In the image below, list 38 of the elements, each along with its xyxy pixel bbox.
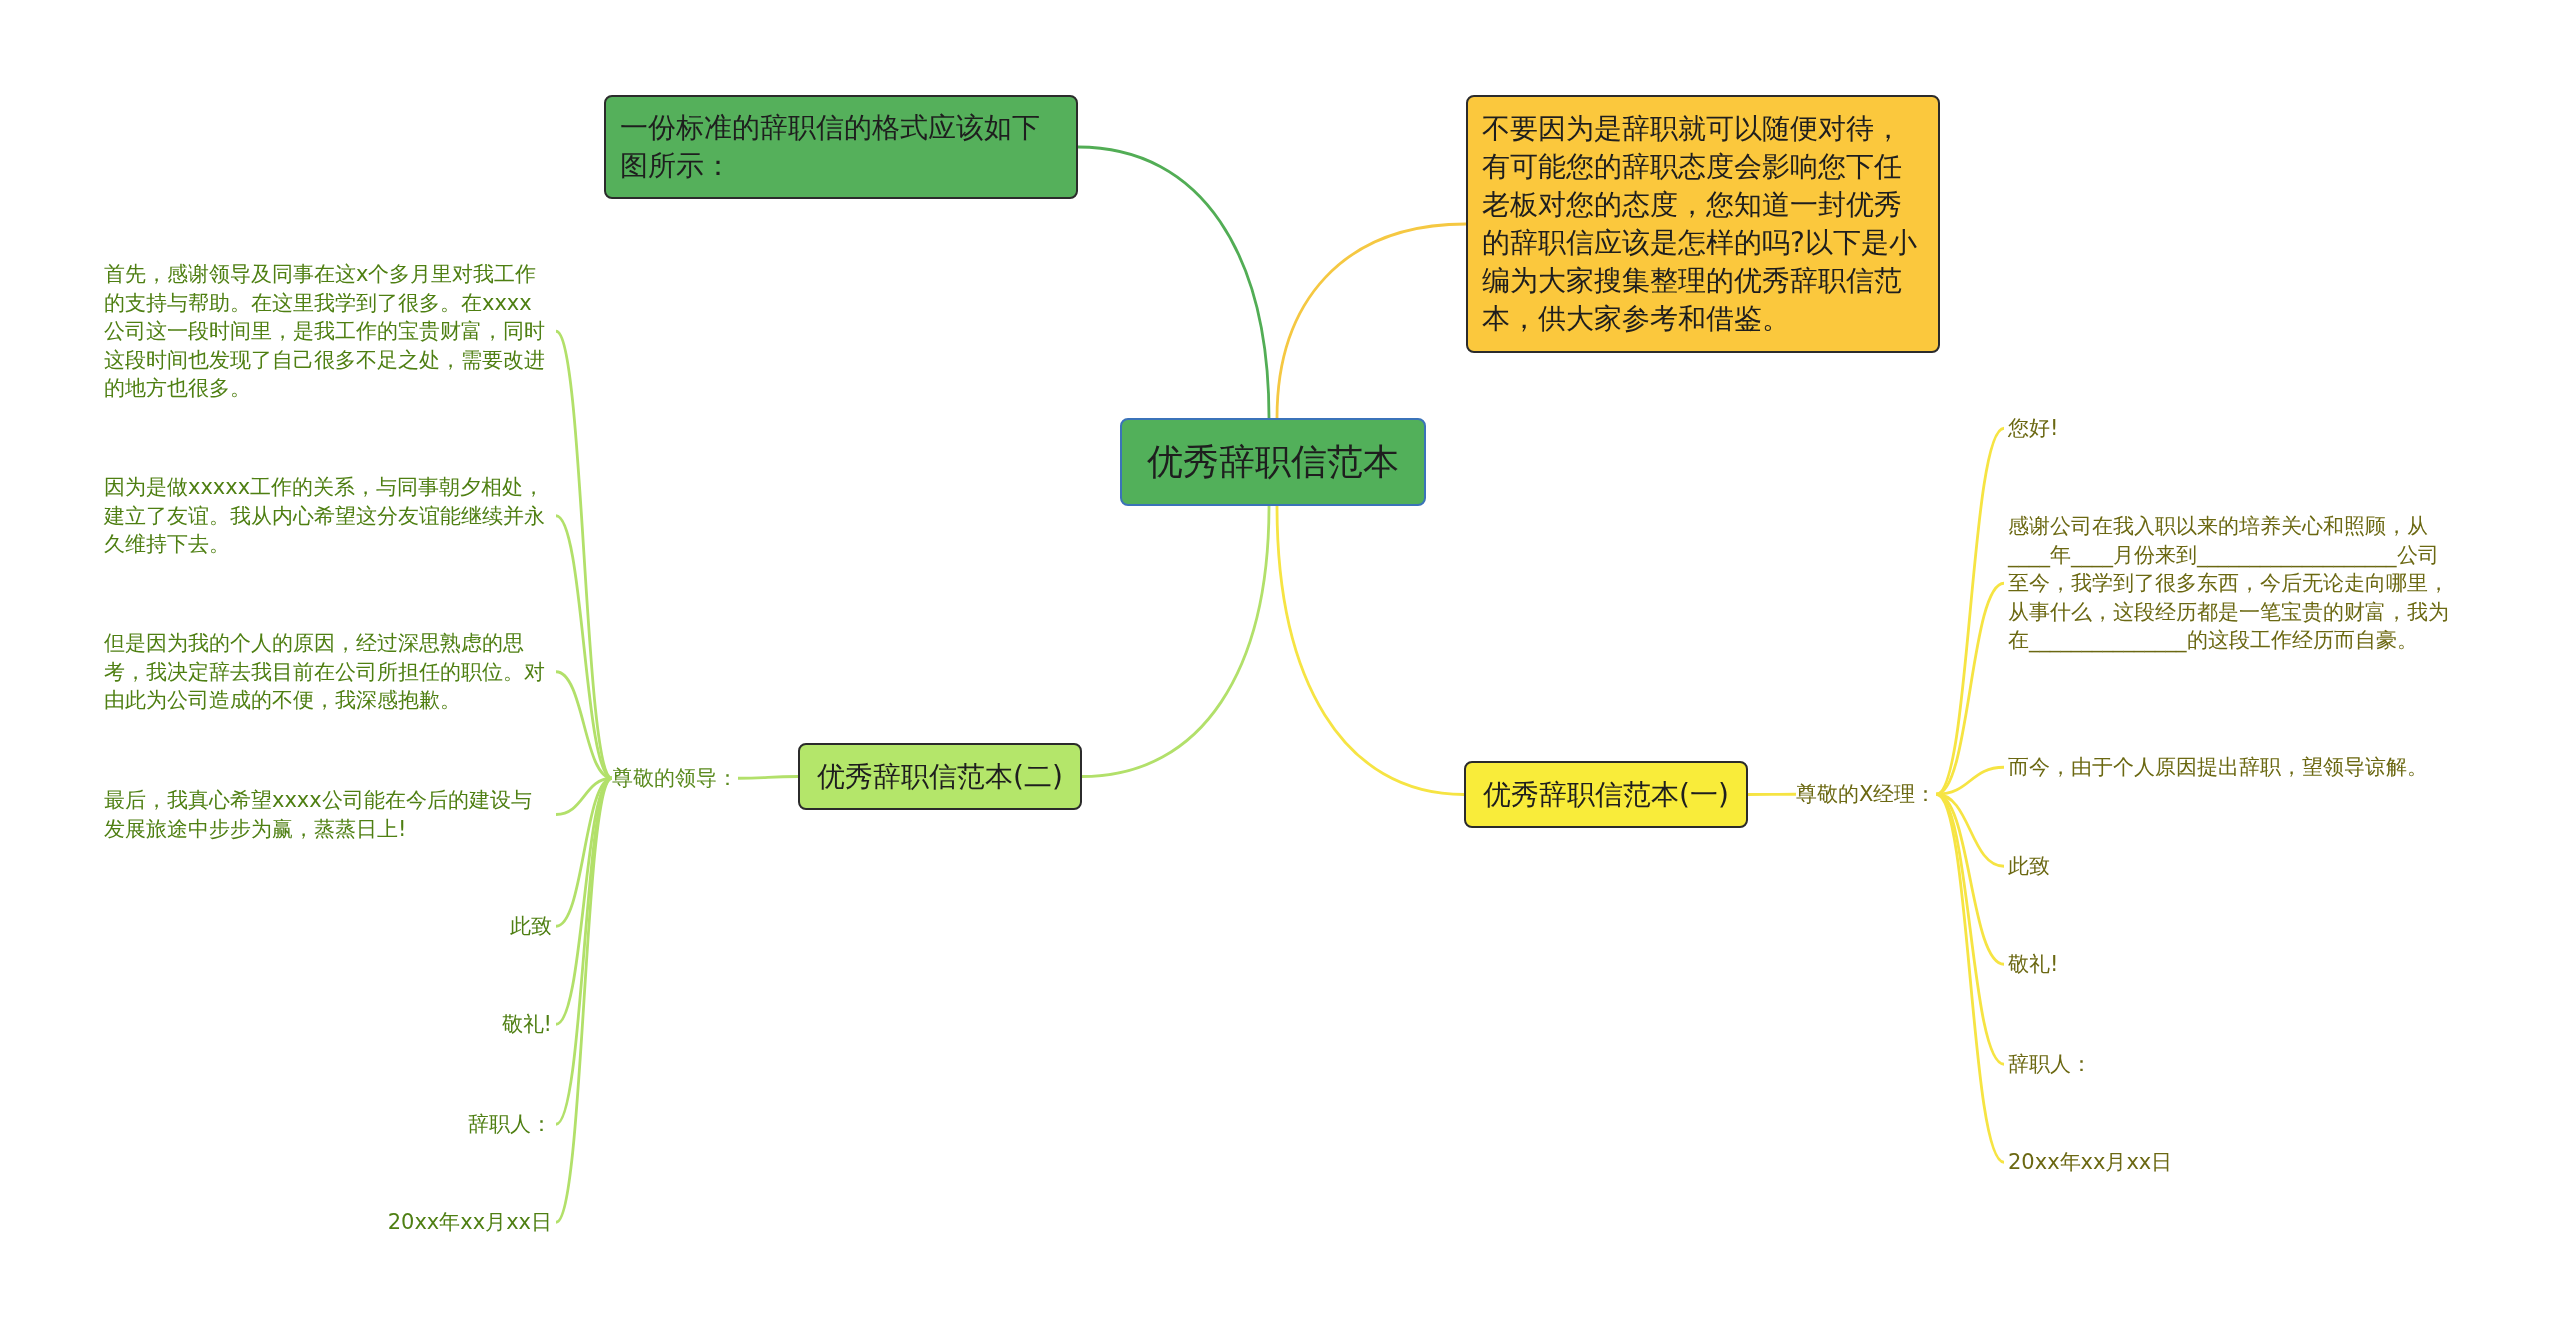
letter-text: 因为是做xxxxx工作的关系，与同事朝夕相处，建立了友谊。我从内心希望这分友谊能继续并永久维持下去。 <box>104 473 556 559</box>
branch-line <box>555 670 613 780</box>
branch-line <box>1935 793 2005 1164</box>
letter-text: 辞职人： <box>468 1110 556 1139</box>
branch-label: 尊敬的X经理： <box>1796 780 1937 809</box>
letter-text: 20xx年xx月xx日 <box>387 1208 556 1237</box>
branch-line <box>1748 792 1796 796</box>
letter-text: 20xx年xx月xx日 <box>2004 1148 2173 1177</box>
topic-text: 一份标准的辞职信的格式应该如下图所示： <box>620 110 1041 184</box>
letter-text: 最后，我真心希望xxxx公司能在今后的建设与发展旅途中步步为赢，蒸蒸日上! <box>104 786 556 843</box>
branch-line <box>1081 505 1271 778</box>
letter-text: 首先，感谢领导及同事在这x个多月里对我工作的支持与帮助。在这里我学到了很多。在xxxx公司这一段时间里，是我工作的宝贵财富，同时这段时间也发现了自己很多不足之处，需要改进的地方也很多。 <box>104 260 556 403</box>
branch-line <box>1935 582 2005 796</box>
topic-text: 不要因为是辞职就可以随便对待，有可能您的辞职态度会影响您下任老板对您的态度，您知道一封优秀的辞职信应该是怎样的吗?以下是小编为大家搜集整理的优秀辞职信范本，供大家参考和借鉴。 <box>1482 111 1918 337</box>
letter-text: 辞职人： <box>2004 1050 2092 1079</box>
topic-text: 优秀辞职信范本 <box>1146 440 1400 484</box>
letter-text: 敬礼! <box>2004 950 2059 979</box>
letter-text: 敬礼! <box>501 1010 556 1039</box>
branch-label: 尊敬的领导： <box>612 764 738 793</box>
letter-text: 此致 <box>2004 852 2050 881</box>
letter-text: 此致 <box>510 912 556 941</box>
letter-text: 但是因为我的个人的原因，经过深思熟虑的思考，我决定辞去我目前在公司所担任的职位。对由此为公司造成的不便，我深感抱歉。 <box>104 629 556 715</box>
letter-text: 您好! <box>2004 414 2059 443</box>
topic-text: 优秀辞职信范本(二) <box>816 758 1064 795</box>
main-topic <box>798 743 1082 810</box>
branch-line <box>555 777 613 1026</box>
letter-text: 而今，由于个人原因提出辞职，望领导谅解。 <box>2004 753 2428 782</box>
letter-text: 感谢公司在我入职以来的培养关心和照顾，从____年____月份来到___________________公司至今，我学到了很多东西，今后无论走向哪里，从事什么，这段经历都是一笔宝贵的财富，我为在_______________的这段工作经历而自豪。 <box>2004 512 2456 655</box>
central-topic <box>1120 418 1426 506</box>
branch-line <box>1077 145 1271 419</box>
main-topic <box>1464 761 1748 828</box>
branch-line <box>1275 222 1467 419</box>
main-topic <box>1466 95 1940 353</box>
branch-line <box>554 777 614 1224</box>
branch-line <box>738 775 798 780</box>
topic-text: 优秀辞职信范本(一) <box>1482 776 1730 813</box>
main-topic <box>604 95 1078 199</box>
branch-line <box>1275 505 1465 796</box>
